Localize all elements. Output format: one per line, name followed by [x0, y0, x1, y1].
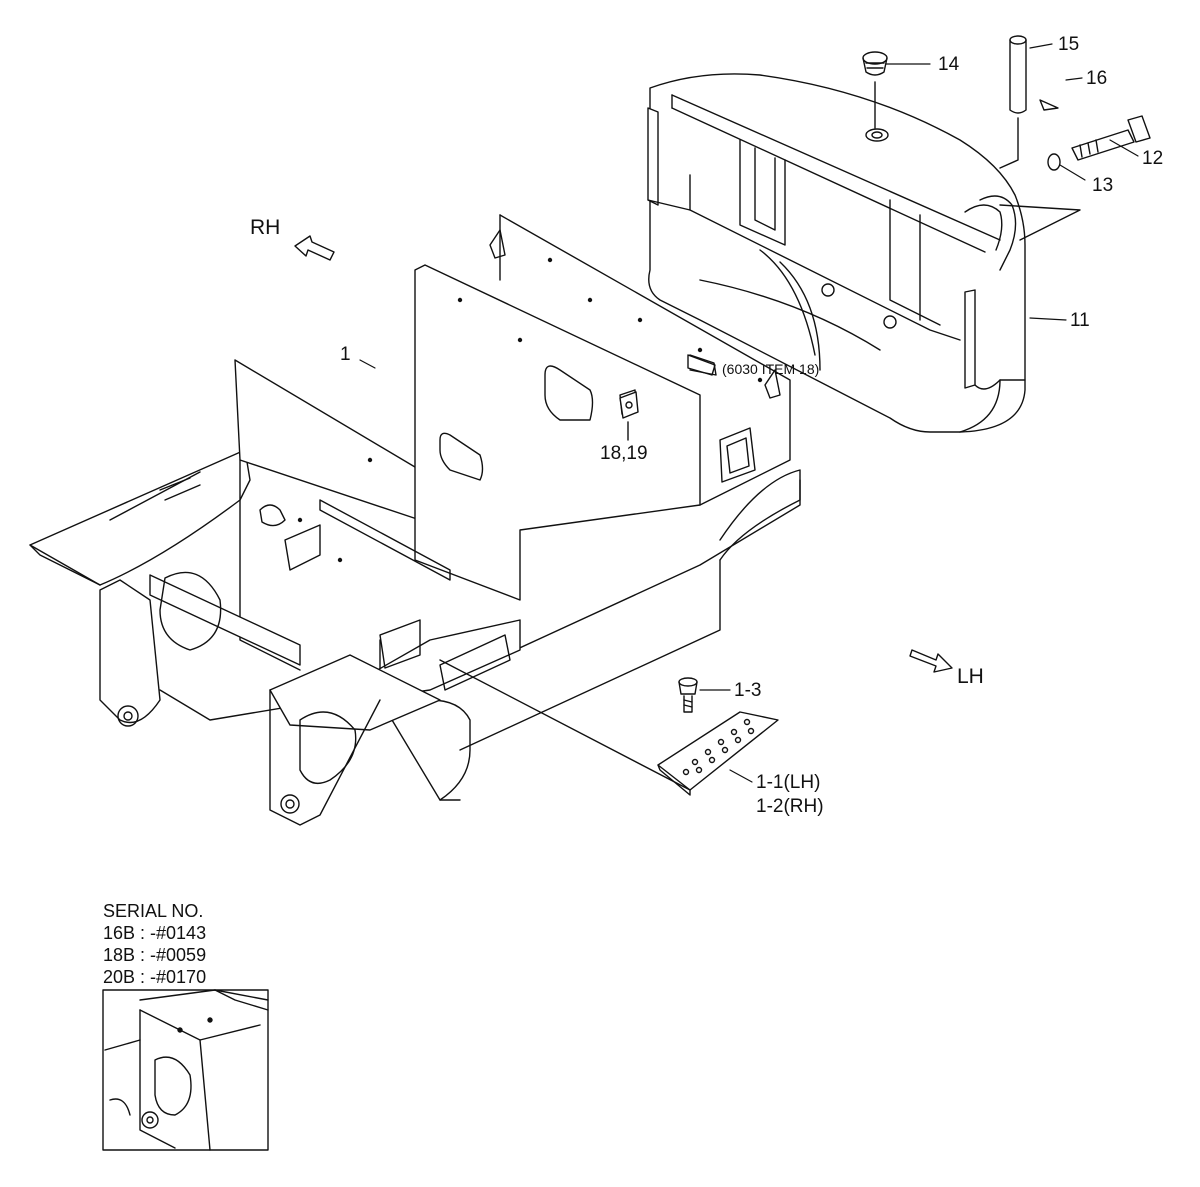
frame-drawing [29, 214, 801, 826]
callout-18-19: 18,19 [600, 443, 648, 464]
step-plate-part [439, 659, 779, 796]
pin-part [999, 35, 1059, 169]
rh-direction-label: RH [250, 216, 281, 239]
callout-1-2: 1-2(RH) [756, 796, 824, 817]
leader-lines [359, 43, 1139, 783]
lh-arrow-icon [909, 649, 953, 673]
callout-12: 12 [1142, 148, 1164, 169]
counterweight-drawing [647, 73, 1081, 433]
callout-11: 11 [1070, 310, 1090, 331]
serial-row: 16B : -#0143 [103, 923, 207, 943]
serial-title: SERIAL NO. [103, 901, 204, 921]
rh-arrow-icon [294, 235, 335, 261]
plug-part [862, 51, 888, 129]
serial-number-block: SERIAL NO. 16B : -#0143 18B : -#0059 20B… [103, 900, 206, 988]
reference-note: (6030 ITEM 18) [722, 361, 820, 377]
callout-13: 13 [1092, 175, 1114, 196]
inset-detail [102, 989, 269, 1151]
serial-row: 20B : -#0170 [103, 967, 207, 987]
bracket-part [619, 354, 717, 441]
callout-16: 16 [1086, 68, 1108, 89]
serial-row: 18B : -#0059 [103, 945, 207, 965]
callout-15: 15 [1058, 34, 1080, 55]
screw-part [678, 677, 698, 713]
callout-1: 1 [340, 344, 351, 365]
callout-14: 14 [938, 54, 960, 75]
lh-direction-label: LH [957, 665, 984, 688]
callout-1-3: 1-3 [734, 680, 762, 701]
callout-1-1: 1-1(LH) [756, 772, 821, 793]
bolt-part [1047, 115, 1151, 171]
